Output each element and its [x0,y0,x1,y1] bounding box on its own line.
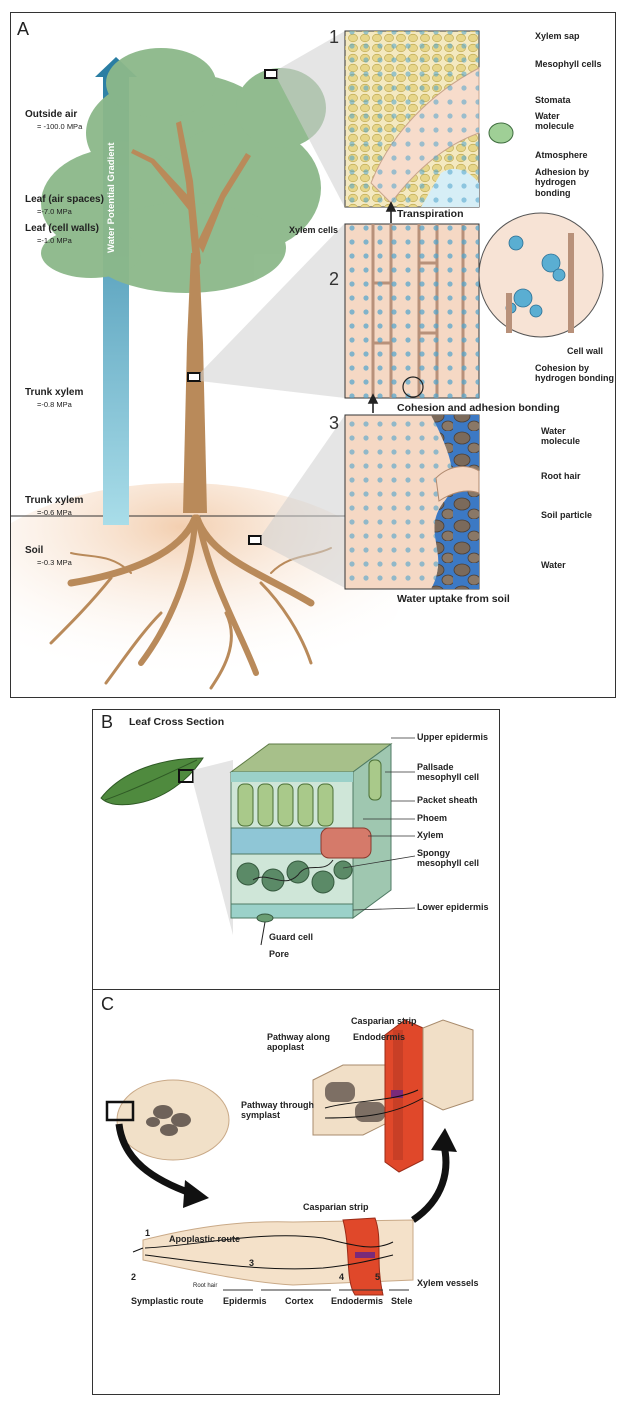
curved-arrow-left [115,1123,195,1198]
level-value-outside-air: = -100.0 MPa [37,122,83,131]
zoom-cone-3 [261,415,345,588]
label-phoem: Phoem [417,813,448,823]
route-number-4: 4 [339,1272,345,1282]
panel-a-artwork [11,30,604,697]
label-symplastic-route: Symplastic route [131,1296,204,1306]
label-mesophyll-cells: Mesophyll cells [535,59,602,69]
inset-xylem [344,212,604,399]
inset-number-2: 2 [329,269,340,289]
label-water-molecule-2: Water molecule [541,426,581,447]
route-number-5: 5 [375,1272,381,1282]
inset-number-3: 3 [329,413,340,433]
gradient-label: Water Potential Gradient [106,142,117,254]
zoom-cone-1 [277,31,345,208]
leaf-zoom-cone [193,760,233,935]
panel-b-artwork [100,737,416,946]
label-water-molecule-1: Water molecule [535,111,575,132]
tree-roots [49,514,332,690]
panel-c-artwork [105,1019,474,1296]
label-water: Water [541,560,566,570]
label-casparian-top: Casparian strip [351,1016,417,1026]
panel-c: C Casparian strip Endodermis Pathway alo… [92,989,500,1395]
label-pathway-apoplast: Pathway along apoplast [267,1032,331,1053]
label-xylem: Xylem [417,830,444,840]
route-number-2: 2 [131,1272,137,1282]
label-soil-particle: Soil particle [541,510,593,520]
label-endodermis: Endodermis [331,1296,384,1306]
label-root-hair: Root hair [541,471,581,481]
label-pathway-symplast: Pathway through symplast [241,1100,315,1121]
label-endodermis-top: Endodermis [353,1032,406,1042]
panel-b-leader-lines [342,737,416,911]
title-transpiration: Transpiration [397,208,464,220]
label-spongy: Spongy mesophyll cell [417,848,480,869]
label-cortex: Cortex [285,1296,314,1306]
route-number-3: 3 [249,1258,255,1268]
label-adhesion: Adhesion by hydrogen bonding [535,167,590,198]
label-upper-epidermis: Upper epidermis [417,732,489,742]
label-xylem-vessels: Xylem vessels [417,1278,479,1288]
label-palisade: Pallsade mesophyll cell [417,762,480,783]
tree-trunk [131,121,251,513]
level-value-trunk-lower: =-0.6 MPa [37,508,72,517]
label-cohesion: Cohesion by hydrogen bonding [535,363,614,384]
zoom-cone-2 [200,223,345,398]
title-cohesion-adhesion: Cohesion and adhesion bonding [397,402,560,414]
label-root-hair: Root hair [193,1283,218,1289]
label-apoplastic-route: Apoplastic route [169,1234,241,1244]
inset-root [344,414,480,590]
leaf-cross-section-block [229,743,393,946]
title-water-uptake: Water uptake from soil [397,593,510,605]
root-tissue-section [132,1217,414,1296]
label-pore: Pore [269,949,290,959]
level-value-trunk-upper: =-0.8 MPa [37,400,72,409]
label-stele: Stele [391,1296,413,1306]
level-label-soil: Soil [25,545,44,556]
inset-number-1: 1 [329,27,340,47]
label-lower-epidermis: Lower epidermis [417,902,489,912]
label-casparian-bottom: Casparian strip [303,1202,369,1212]
panel-a: A Water Potential Gradient Outside air =… [10,12,616,698]
panel-b: B Leaf Cross Section Upper epidermis Pal… [92,709,500,991]
level-label-leaf-air: Leaf (air spaces) [25,194,104,205]
level-label-trunk-lower: Trunk xylem [25,495,84,506]
panel-b-title: Leaf Cross Section [129,716,225,728]
panel-b-letter: B [101,712,114,732]
apoplast-cells-3d [312,1019,474,1173]
panel-a-letter: A [17,19,30,39]
route-number-1: 1 [145,1228,151,1238]
marker-box-leaf [264,69,278,79]
panel-c-letter: C [101,994,114,1014]
label-stomata: Stomata [535,95,571,105]
level-value-leaf-walls: =-1.0 MPa [37,236,72,245]
label-atmosphere: Atmosphere [535,150,588,160]
label-epidermis: Epidermis [223,1296,267,1306]
marker-box-root [248,535,262,545]
label-packet-sheath: Packet sheath [417,795,478,805]
level-label-outside-air: Outside air [25,109,78,120]
marker-box-trunk [187,372,201,382]
label-xylem-sap: Xylem sap [535,31,580,41]
tree-foliage [41,48,326,293]
flow-arrows [367,201,397,413]
inset-transpiration [344,30,514,208]
level-value-leaf-air: =-7.0 MPa [37,207,72,216]
label-guard-cell: Guard cell [269,932,314,942]
level-label-leaf-walls: Leaf (cell walls) [25,223,99,234]
leaf-icon [100,757,204,806]
root-marker-box [105,1100,135,1122]
label-cell-wall: Cell wall [567,346,604,356]
label-xylem-cells: Xylem cells [289,225,339,235]
level-label-trunk-upper: Trunk xylem [25,387,84,398]
level-value-soil: =-0.3 MPa [37,558,72,567]
